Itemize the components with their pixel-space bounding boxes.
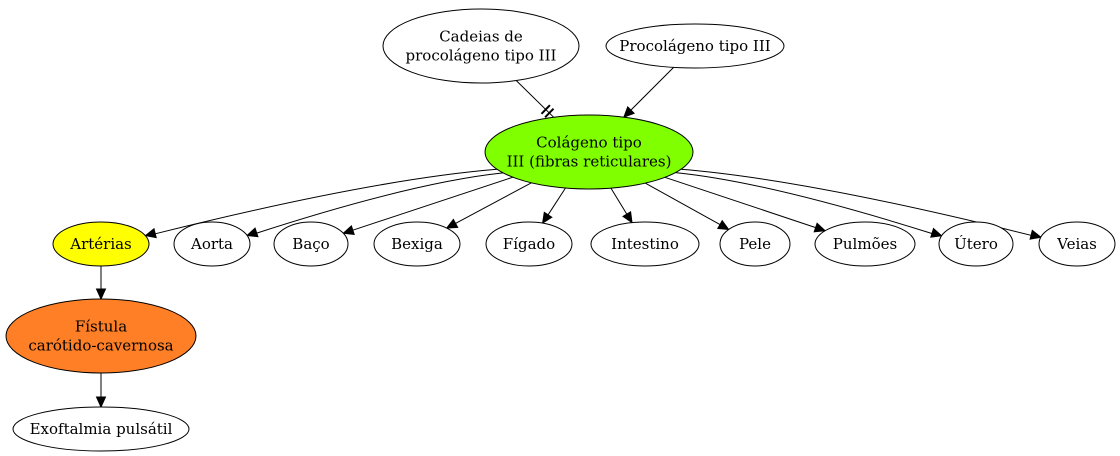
node-arterias: Artérias — [52, 221, 150, 267]
node-figado: Fígado — [485, 221, 573, 267]
node-label: Fígado — [503, 235, 555, 253]
tee-bar — [540, 104, 551, 115]
edge-colageno-to-arterias — [144, 168, 498, 239]
arrowhead — [622, 210, 633, 224]
node-shape — [1038, 221, 1116, 267]
edges-layer — [95, 67, 1043, 409]
node-intestino: Intestino — [590, 221, 700, 267]
arrowhead — [1029, 229, 1043, 240]
edge-colageno-to-figado — [541, 187, 566, 225]
node-shape — [484, 114, 694, 190]
node-shape — [590, 221, 700, 267]
edge-colageno-to-bexiga — [445, 182, 532, 229]
node-utero: Útero — [938, 221, 1014, 267]
arrowhead — [445, 218, 459, 229]
edge-arterias-to-fistula — [95, 265, 107, 301]
edge-cadeias-to-colageno — [515, 80, 555, 118]
node-shape — [5, 298, 197, 374]
node-baco: Baço — [273, 221, 349, 267]
arrowhead — [95, 396, 107, 409]
tee-bar — [544, 108, 555, 118]
node-shape — [373, 221, 461, 267]
arrowhead — [95, 288, 107, 301]
edge-line — [610, 187, 628, 215]
arrowhead — [541, 211, 553, 225]
edge-line — [352, 176, 514, 231]
node-label: Procolágeno tipo III — [619, 37, 770, 55]
node-label: procolágeno tipo III — [406, 47, 557, 65]
node-shape — [173, 221, 251, 267]
edge-colageno-to-veias — [680, 168, 1043, 240]
edge-procolageno-to-colageno — [623, 67, 674, 118]
arrowhead — [144, 227, 157, 239]
node-label: Veias — [1056, 235, 1097, 253]
edge-line — [644, 182, 721, 226]
arrowhead — [245, 227, 259, 238]
edge-line — [664, 176, 816, 229]
edge-line — [630, 67, 674, 111]
node-exoftalmia: Exoftalmia pulsátil — [12, 406, 190, 452]
node-label: carótido-cavernosa — [28, 337, 173, 355]
node-aorta: Aorta — [173, 221, 251, 267]
edge-colageno-to-pulmoes — [664, 176, 827, 233]
edge-fistula-to-exoftalmia — [95, 372, 107, 409]
edge-colageno-to-baco — [342, 176, 514, 235]
edge-line — [256, 172, 504, 234]
node-label: Bexiga — [391, 235, 443, 253]
node-procolageno: Procolágeno tipo III — [605, 23, 785, 69]
node-label: Fístula — [75, 318, 127, 336]
node-shape — [12, 406, 190, 452]
node-label: Pele — [739, 235, 771, 253]
node-label: Cadeias de — [439, 28, 523, 46]
node-label: III (fibras reticulares) — [507, 153, 672, 171]
edge-colageno-to-utero — [675, 172, 943, 238]
node-pele: Pele — [719, 221, 791, 267]
node-shape — [605, 23, 785, 69]
edge-line — [515, 80, 554, 118]
node-shape — [938, 221, 1014, 267]
node-shape — [273, 221, 349, 267]
node-shape — [814, 221, 916, 267]
edge-colageno-to-intestino — [610, 187, 633, 224]
edge-line — [680, 168, 1032, 236]
node-shape — [719, 221, 791, 267]
edge-colageno-to-aorta — [245, 172, 504, 238]
node-label: Artérias — [69, 235, 132, 253]
node-bexiga: Bexiga — [373, 221, 461, 267]
node-label: Pulmões — [833, 235, 897, 253]
arrowhead — [930, 227, 943, 238]
node-shape — [485, 221, 573, 267]
arrowhead — [342, 225, 355, 235]
edge-colageno-to-pele — [644, 182, 730, 231]
node-label: Intestino — [611, 235, 679, 253]
edge-line — [155, 168, 498, 235]
node-label: Colágeno tipo — [536, 134, 642, 152]
node-veias: Veias — [1038, 221, 1116, 267]
edge-line — [455, 182, 532, 224]
arrowhead — [623, 105, 636, 118]
node-label: Baço — [292, 235, 329, 253]
edge-line — [547, 187, 566, 216]
edge-line — [675, 172, 933, 234]
node-label: Aorta — [190, 235, 233, 253]
node-label: Útero — [954, 235, 998, 253]
arrowhead — [813, 222, 827, 233]
node-label: Exoftalmia pulsátil — [30, 420, 173, 438]
node-pulmoes: Pulmões — [814, 221, 916, 267]
node-shape — [382, 8, 580, 84]
arrowhead — [716, 219, 730, 231]
node-shape — [52, 221, 150, 267]
